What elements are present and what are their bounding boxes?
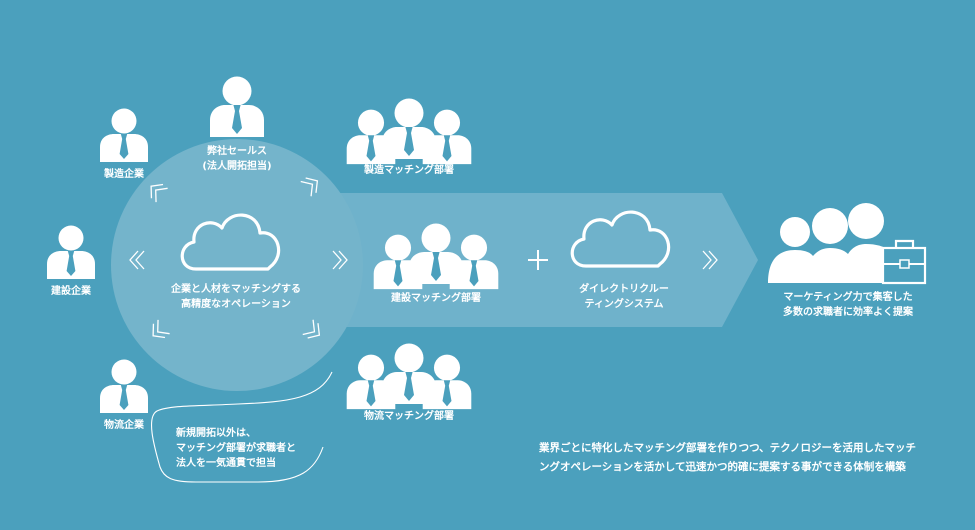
person-group-icon xyxy=(347,99,472,165)
person-group-icon xyxy=(347,344,472,410)
label-result: マーケティング力で集客した 多数の求職者に効率よく提案 xyxy=(783,292,913,318)
label-direct-recruiting: ダイレクトリクルー ティングシステム xyxy=(579,284,669,310)
person-icon xyxy=(100,359,148,413)
plus-icon xyxy=(528,250,548,270)
label-seizo-kigyo: 製造企業 xyxy=(104,169,144,180)
label-seizo-bu: 製造マッチング部署 xyxy=(364,165,454,176)
label-kensetsu-kigyo: 建設企業 xyxy=(51,286,91,297)
label-butsuryu-kigyo: 物流企業 xyxy=(104,420,144,431)
label-note: 新規開拓以外は、 マッチング部署が求職者と 法人を一気通貫で担当 xyxy=(176,428,296,469)
label-butsuryu-bu: 物流マッチング部署 xyxy=(364,411,454,422)
label-kensetsu-bu: 建設マッチング部署 xyxy=(391,293,481,304)
person-icon xyxy=(210,76,264,137)
briefcase-icon xyxy=(881,239,927,285)
note-bracket xyxy=(151,371,333,483)
person-group-icon xyxy=(768,203,900,283)
operation-circle xyxy=(111,139,363,391)
summary-text: 業界ごとに特化したマッチング部署を作りつつ、テクノロジーを活用したマッチ ングオ… xyxy=(539,442,917,473)
label-sales: 弊社セールス (法人開拓担当) xyxy=(202,146,272,172)
arrow-band xyxy=(270,193,758,327)
person-icon xyxy=(47,225,95,279)
person-icon xyxy=(100,108,148,162)
label-center-operation: 企業と人材をマッチングする 高精度なオペレーション xyxy=(171,284,301,310)
